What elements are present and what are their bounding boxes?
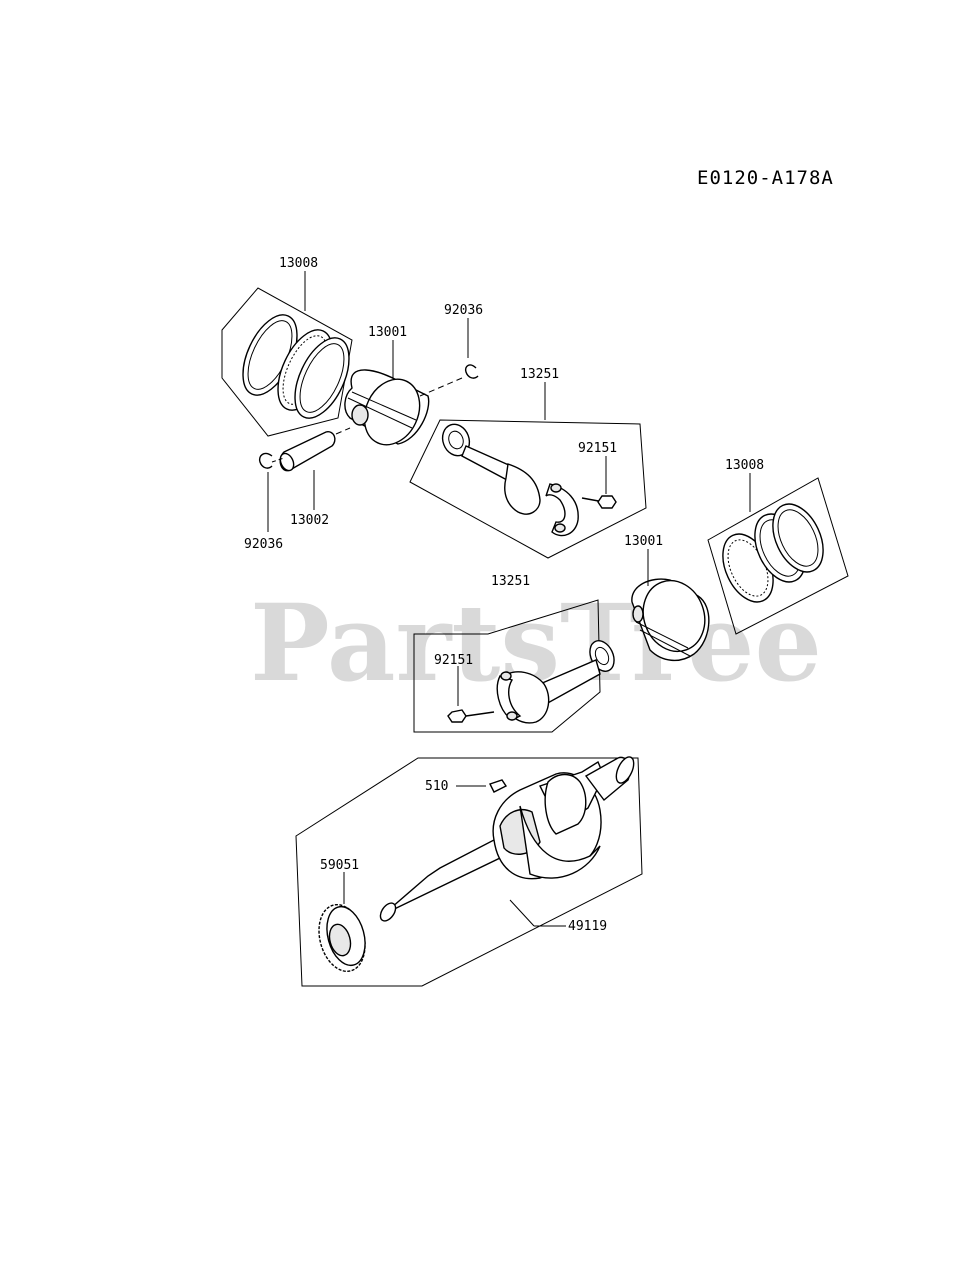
callout-piston-top: 13001: [368, 325, 407, 340]
diagram-code: E0120-A178A: [697, 167, 834, 189]
callout-pin: 13002: [290, 513, 329, 528]
callout-bolt-top: 92151: [578, 441, 617, 456]
callout-key: 510: [425, 779, 448, 794]
crankshaft[interactable]: [377, 754, 637, 923]
callout-circlip-bottom-left: 92036: [244, 537, 283, 552]
conrod-top[interactable]: [409, 419, 647, 559]
callout-circlip-top-right: 92036: [444, 303, 483, 318]
callout-gear: 59051: [320, 858, 359, 873]
callout-crankshaft: 49119: [568, 919, 607, 934]
piston-rings-right[interactable]: [707, 477, 849, 635]
piston-pin[interactable]: [278, 431, 336, 473]
callout-conrod-top: 13251: [520, 367, 559, 382]
crankshaft-gear[interactable]: [312, 899, 372, 976]
circlip-bottom-left[interactable]: [258, 452, 273, 469]
callout-rings-right: 13008: [725, 458, 764, 473]
piston-top[interactable]: [344, 369, 430, 454]
callout-bolt-mid: 92151: [434, 653, 473, 668]
circlip-top-right[interactable]: [464, 364, 479, 379]
woodruff-key[interactable]: [489, 779, 508, 793]
callout-rings-top: 13008: [279, 256, 318, 271]
conrod-mid[interactable]: [413, 599, 619, 733]
callout-piston-mid: 13001: [624, 534, 663, 549]
piston-mid[interactable]: [631, 572, 715, 661]
bolt-top[interactable]: [581, 495, 617, 509]
bolt-mid[interactable]: [447, 709, 495, 723]
crankshaft-group: [295, 757, 643, 987]
piston-rings-top[interactable]: [221, 287, 360, 437]
callout-conrod-mid: 13251: [491, 574, 530, 589]
